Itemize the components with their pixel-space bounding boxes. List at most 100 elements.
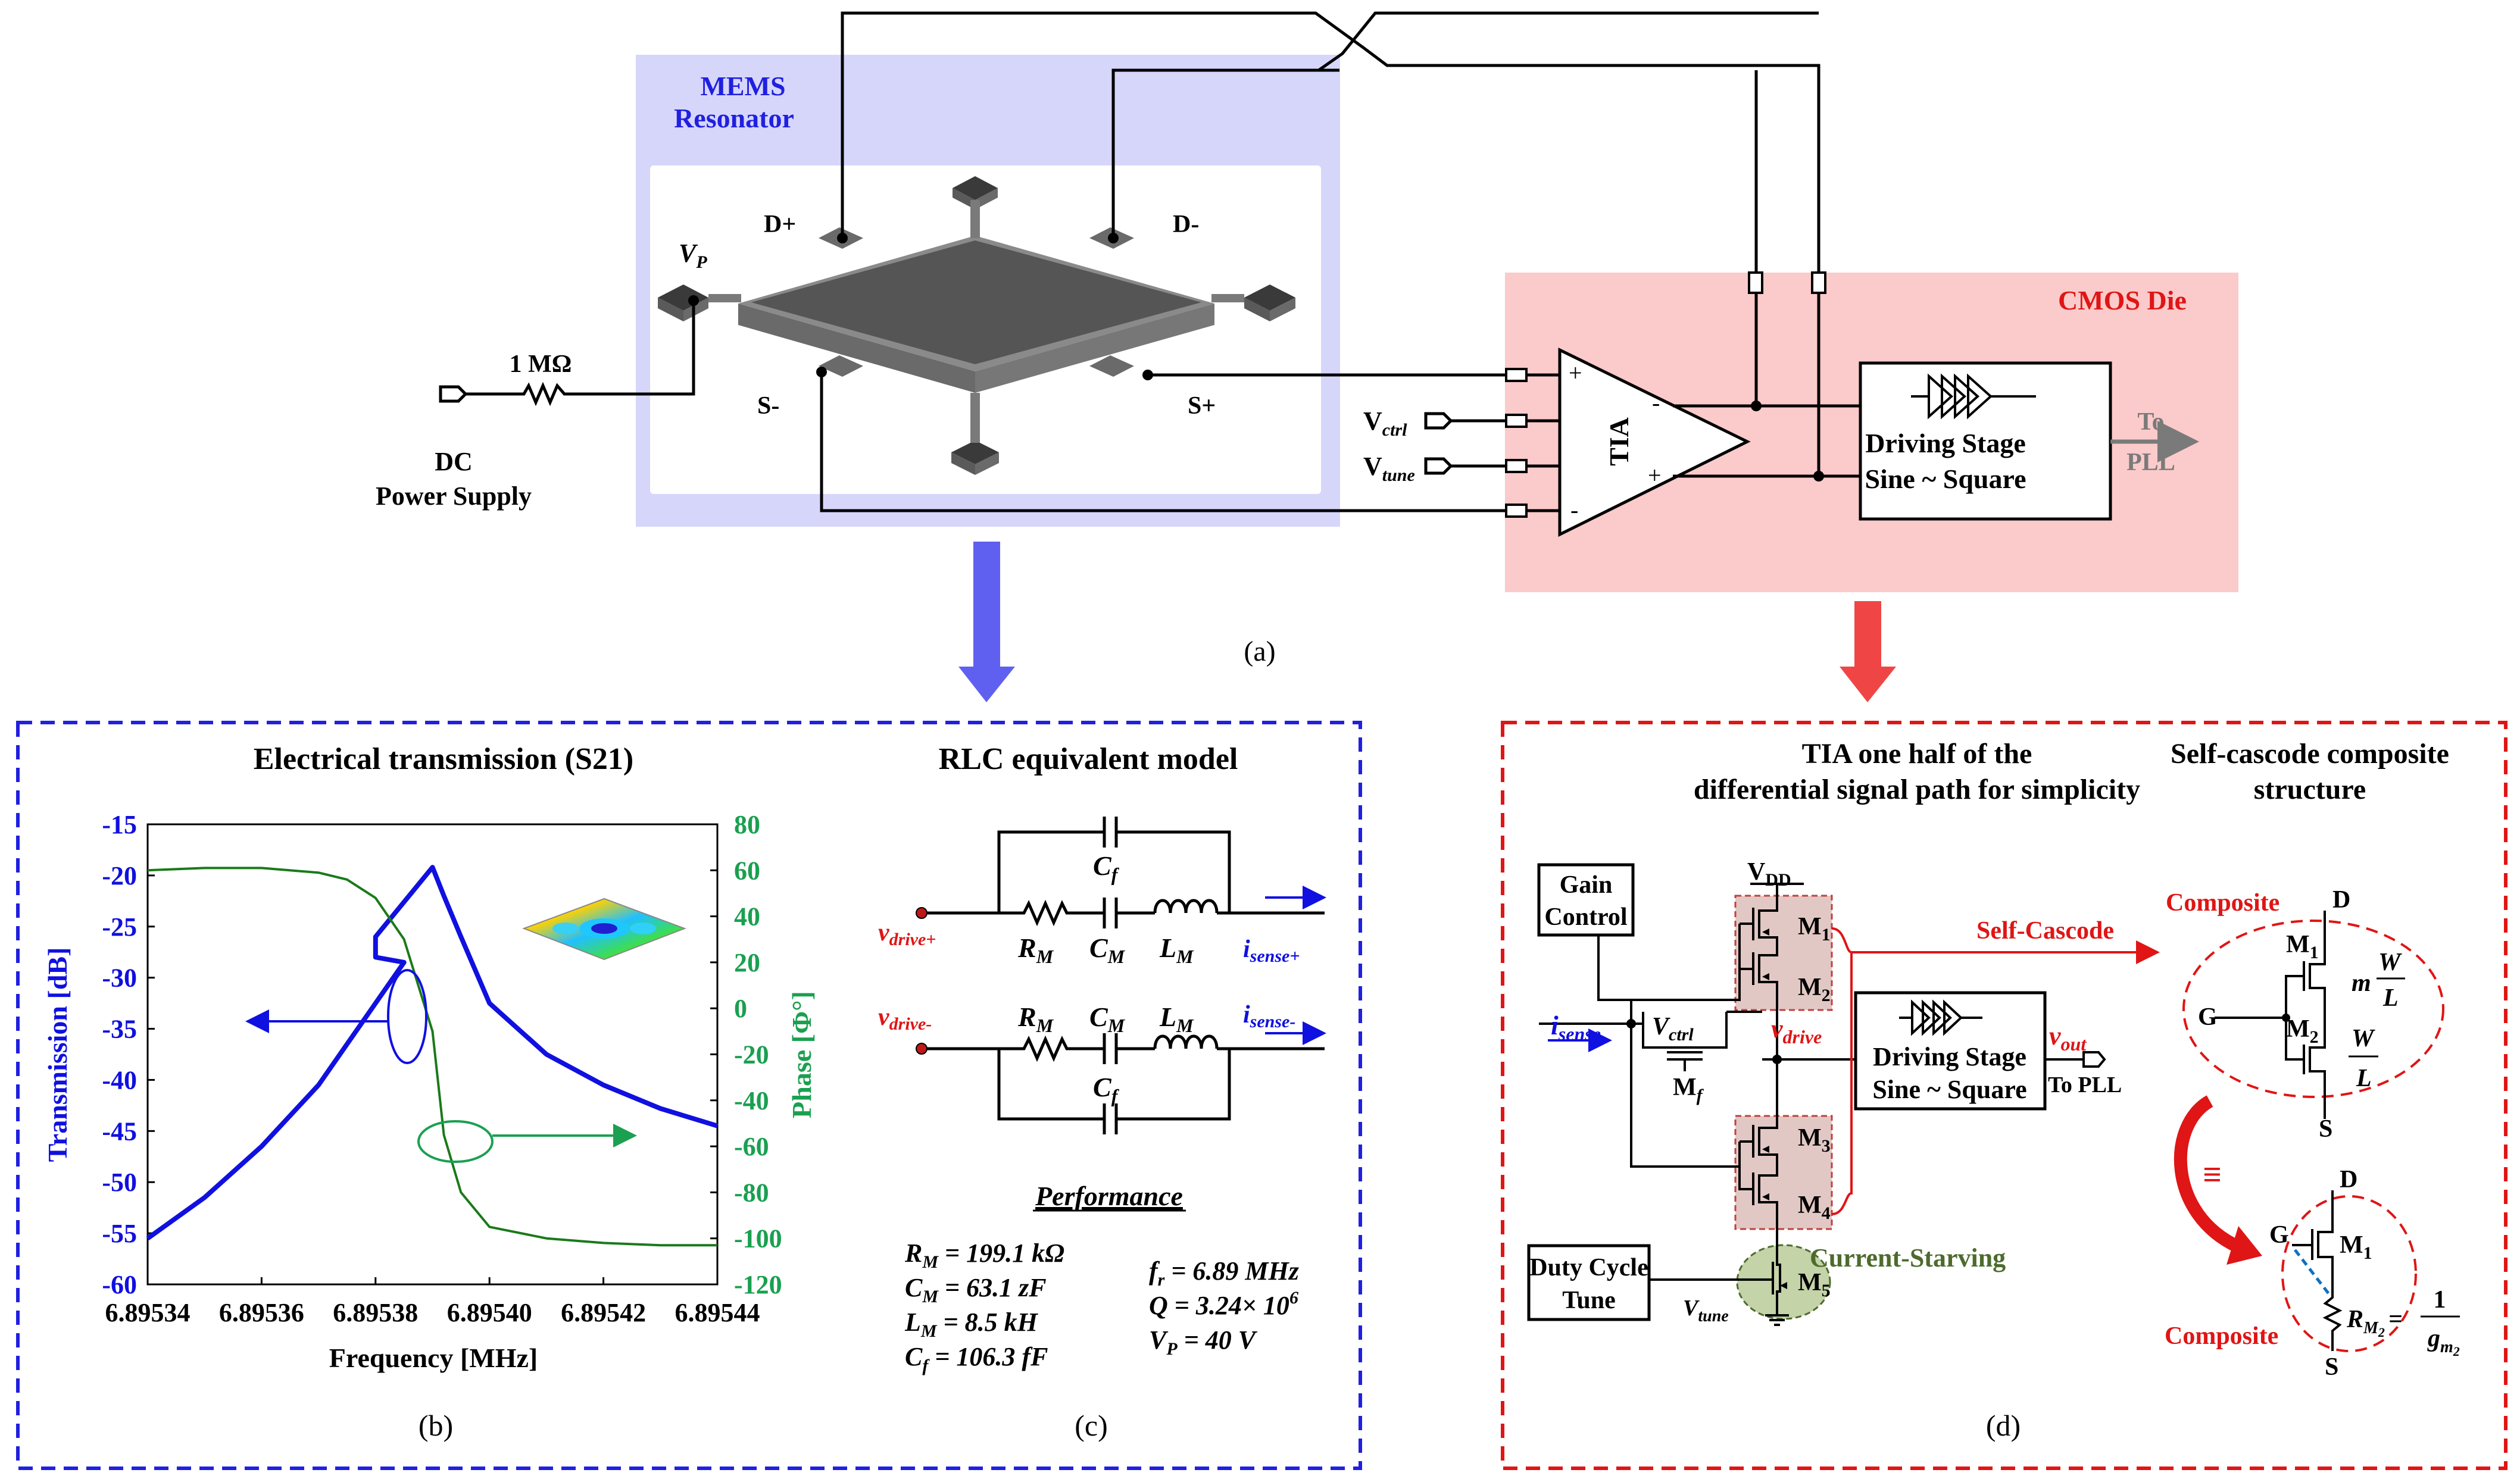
tia-amplifier xyxy=(1558,347,1751,537)
perf-cm: CM = 63.1 zF xyxy=(905,1273,1047,1306)
perf-lm: LM = 8.5 kH xyxy=(904,1308,1039,1341)
duty-label-1: Duty Cycle xyxy=(1529,1254,1648,1281)
gain-label-2: Control xyxy=(1544,903,1627,931)
tia-title-1: TIA one half of the xyxy=(1802,738,2032,770)
duty-cycle-box xyxy=(1527,1244,1651,1321)
panel-d-frame xyxy=(1501,721,2507,1470)
rlc-labels: Cf RM CM LM RM CM LM Cf xyxy=(1017,850,1194,1106)
x-tick-label: 6.89534 xyxy=(105,1298,191,1327)
gm2-label: gm2 xyxy=(2427,1325,2460,1359)
vtune-d-label: Vtune xyxy=(1683,1296,1729,1325)
mf-label: Mf xyxy=(1673,1074,1704,1105)
y-axis-label: Transmission [dB] xyxy=(42,948,73,1162)
driving-d-label-2: Sine ~ Square xyxy=(1872,1075,2026,1104)
mems-title-2: Resonator xyxy=(674,103,794,133)
rlc-title: RLC equivalent model xyxy=(939,742,1238,776)
cm-top: CM xyxy=(1089,933,1126,967)
y2-tick-label: -60 xyxy=(734,1132,769,1161)
feedback-routing xyxy=(1113,64,1820,273)
composite-bottom-labels: D S G M1 Composite RM2= 1 gm2 xyxy=(2165,1166,2460,1381)
dminus-label: D- xyxy=(1173,211,1199,238)
y2-tick-label: 80 xyxy=(734,810,760,839)
dc-label-2: Power Supply xyxy=(376,481,532,511)
y-tick-label: -35 xyxy=(102,1015,137,1044)
y2-axis-label: Phase [Φ°] xyxy=(786,991,817,1118)
plot-area xyxy=(146,823,719,1286)
performance-title: Performance xyxy=(1035,1181,1183,1211)
cf-top: Cf xyxy=(1093,850,1120,885)
vctrl-d-label: Vctrl xyxy=(1652,1013,1694,1045)
y2-tick-label: -40 xyxy=(734,1086,769,1115)
perf-fr: fr = 6.89 MHz xyxy=(1149,1256,1299,1290)
transistor-labels: VDD M1 M2 M3 M4 M5 Mf Vctrl Vtune xyxy=(1652,858,1831,1325)
x-tick-label: 6.89544 xyxy=(675,1298,760,1327)
to-pll-label-2: PLL xyxy=(2126,449,2175,476)
caption-c: (c) xyxy=(1075,1409,1108,1442)
green-annotation-ellipse xyxy=(417,1120,494,1163)
driving-d-label-1: Driving Stage xyxy=(1873,1042,2026,1071)
d-bottom-label: D xyxy=(2340,1166,2357,1193)
mode-shape-inset xyxy=(522,898,686,961)
vdrive-label: vdrive xyxy=(1771,1014,1822,1048)
i-sense-plus: isense+ xyxy=(1243,936,1300,966)
dc-label-1: DC xyxy=(435,447,473,476)
rm-bottom: RM xyxy=(1017,1002,1054,1036)
tia-minus-in: - xyxy=(1570,496,1578,523)
performance-right: fr = 6.89 MHz Q = 3.24× 106 VP = 40 V xyxy=(1149,1256,1299,1359)
y-tick-label: -15 xyxy=(102,810,137,839)
drive-labels: vdrive+ vdrive- xyxy=(878,919,936,1034)
y-tick-label: -40 xyxy=(102,1065,137,1095)
perf-vp: VP = 40 V xyxy=(1149,1325,1258,1359)
panel-c: RLC equivalent model xyxy=(878,742,1326,1442)
y2-tick-label: -100 xyxy=(734,1224,782,1253)
s-bottom-label: S xyxy=(2325,1353,2338,1381)
cf-bottom: Cf xyxy=(1093,1072,1120,1106)
y2-tick-label: -120 xyxy=(734,1270,782,1299)
current-starving-label: Current-Starving xyxy=(1810,1243,2006,1272)
m3m4-region xyxy=(1734,1115,1833,1230)
to-pll-d-label: To PLL xyxy=(2048,1072,2122,1097)
y-tick-label: -45 xyxy=(102,1117,137,1146)
gain-label-1: Gain xyxy=(1560,871,1613,899)
chart-title: Electrical transmission (S21) xyxy=(254,742,633,776)
y2-tick-label: 60 xyxy=(734,856,760,885)
blue-annotation-ellipse xyxy=(387,969,427,1064)
composite-transistors-top xyxy=(2215,911,2326,1119)
buffer-chain-icon-d xyxy=(1899,999,1982,1036)
y2-tick-label: 20 xyxy=(734,948,760,977)
d-top-label: D xyxy=(2332,886,2350,914)
y-tick-label: -55 xyxy=(102,1219,137,1248)
performance-left: RM = 199.1 kΩ CM = 63.1 zF LM = 8.5 kH C… xyxy=(904,1239,1064,1375)
rm2-label: RM2= xyxy=(2346,1306,2403,1340)
m1m2-region xyxy=(1734,895,1833,1011)
lm-top: LM xyxy=(1159,933,1194,967)
composite-bottom-label: Composite xyxy=(2165,1322,2278,1350)
rm-top: RM xyxy=(1017,933,1054,967)
y-tick-label: -50 xyxy=(102,1168,137,1197)
g-top-label: G xyxy=(2198,1003,2218,1031)
resistor-1mohm xyxy=(466,301,695,407)
caption-a: (a) xyxy=(1244,636,1275,667)
self-cascode-title-1: Self-cascode composite xyxy=(2171,738,2449,770)
composite-top-labels: Composite D S G M1 M2 m W L W L xyxy=(2166,886,2402,1143)
x-tick-label: 6.89536 xyxy=(219,1298,304,1327)
vout-label: vout xyxy=(2049,1021,2087,1055)
driving-stage-box-d xyxy=(1854,991,2047,1111)
sminus-label: S- xyxy=(757,392,779,420)
i-sense-minus: isense- xyxy=(1243,1001,1295,1031)
one-label: 1 xyxy=(2434,1286,2446,1314)
perf-rm: RM = 199.1 kΩ xyxy=(904,1239,1064,1272)
resistor-label: 1 MΩ xyxy=(510,351,572,378)
composite-transistor-bottom xyxy=(2292,1190,2343,1351)
s-top-label: S xyxy=(2319,1115,2332,1143)
cmos-title: CMOS Die xyxy=(2058,285,2187,315)
m2-top-label: M2 xyxy=(2286,1015,2319,1047)
x-tick-label: 6.89540 xyxy=(447,1298,532,1327)
tia-title-2: differential signal path for simplicity xyxy=(1694,774,2140,805)
composite-circle-top xyxy=(2182,920,2444,1098)
y-tick-label: -25 xyxy=(102,912,137,942)
y-tick-label: -20 xyxy=(102,861,137,890)
self-cascode-label: Self-Cascode xyxy=(1976,917,2114,945)
x-axis-label: Frequency [MHz] xyxy=(329,1343,538,1373)
